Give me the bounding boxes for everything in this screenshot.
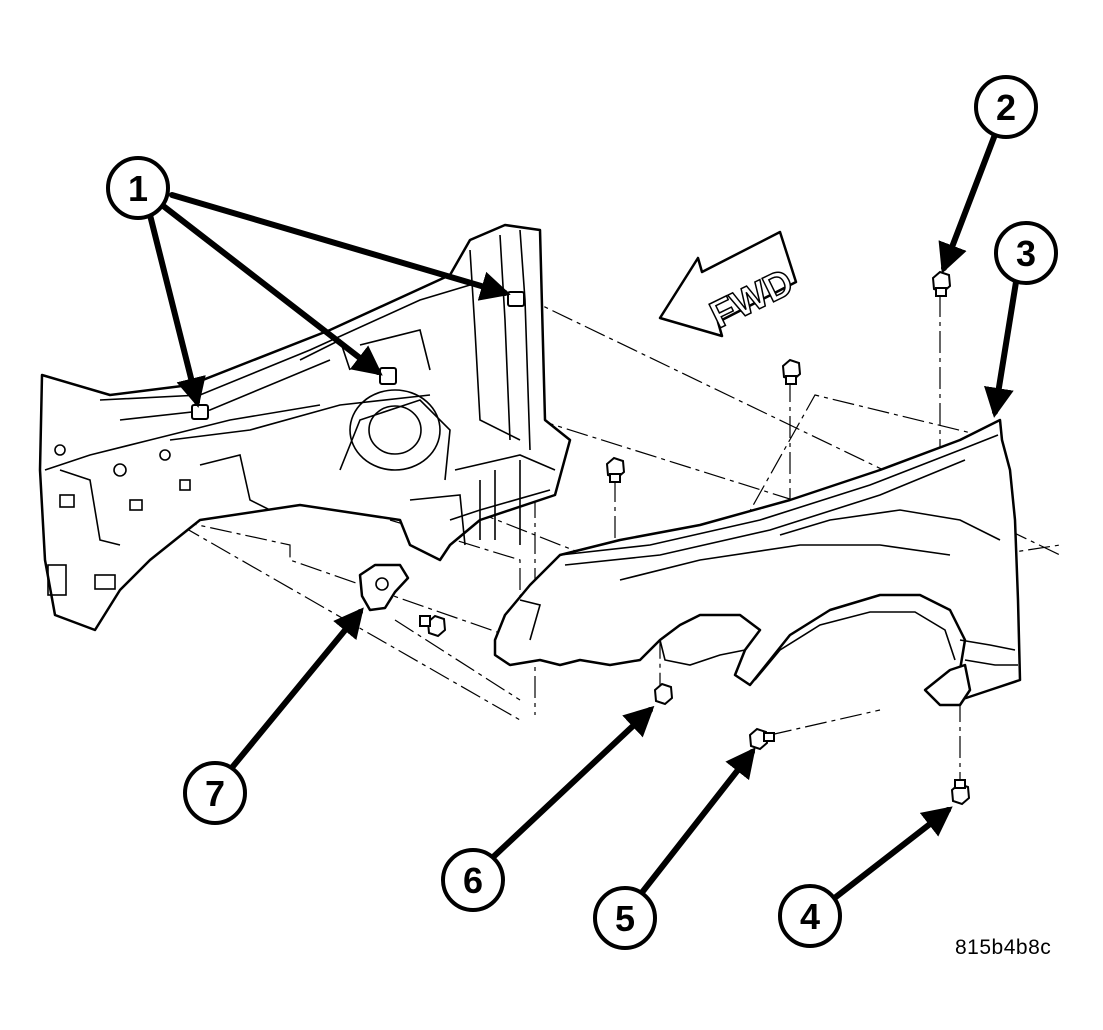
callout-2: 2 bbox=[974, 75, 1038, 139]
leader-arrows bbox=[147, 129, 1019, 903]
body-structure bbox=[38, 223, 572, 632]
callout-6: 6 bbox=[441, 848, 505, 912]
callout-7-label: 7 bbox=[205, 773, 225, 814]
callout-4: 4 bbox=[778, 884, 842, 948]
callout-7: 7 bbox=[183, 761, 247, 825]
callout-1-label: 1 bbox=[128, 168, 148, 209]
front-fender bbox=[493, 418, 1022, 707]
callout-3: 3 bbox=[994, 221, 1058, 285]
loose-fasteners bbox=[419, 270, 971, 806]
forward-direction-arrow: FWD bbox=[658, 230, 801, 338]
figure-id: 815b4b8c bbox=[955, 936, 1052, 959]
callout-1: 1 bbox=[106, 156, 170, 220]
callout-2-label: 2 bbox=[996, 87, 1016, 128]
callout-3-label: 3 bbox=[1016, 233, 1036, 274]
callout-5: 5 bbox=[593, 886, 657, 950]
fender-bracket bbox=[358, 563, 410, 612]
callout-5-label: 5 bbox=[615, 898, 635, 939]
callout-6-label: 6 bbox=[463, 860, 483, 901]
callout-4-label: 4 bbox=[800, 896, 820, 937]
